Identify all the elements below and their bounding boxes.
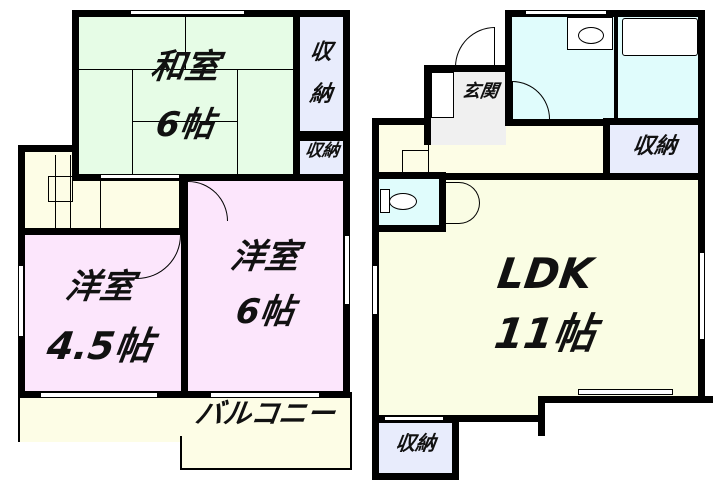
storage-right [603,118,705,180]
window [130,10,245,15]
stair-line [55,155,56,230]
bath-partition [614,17,618,119]
entrance-door-swing [455,27,495,67]
window [210,392,320,398]
balcony-extension [180,436,352,470]
stair-line [100,180,101,230]
entrance-label: 玄関 [460,81,500,102]
sink-basin-icon [578,27,604,44]
washitsu-size: 6帖 [153,105,217,145]
stair-landing [48,176,73,202]
youshitsu-small-name: 洋室 [63,267,137,307]
youshitsu-large-size: 6帖 [233,292,297,332]
stair-line [402,150,429,151]
window [18,265,24,337]
storage-bottom-label: 収納 [393,431,438,455]
window [384,416,444,421]
ldk-name: LDK [494,249,596,298]
window [100,174,180,179]
window [40,392,158,398]
stair-line [402,150,403,175]
washitsu-name: 和室 [148,47,222,87]
ldk-notch [538,396,713,436]
shoe-cabinet [431,72,454,118]
storage-right-label: 収納 [630,134,679,159]
youshitsu-large-name: 洋室 [228,237,302,277]
closet-tall [293,10,350,138]
closet-small-label: 収納 [303,141,341,161]
sink [567,17,613,50]
closet-tall-label-top: 収 [308,40,334,65]
youshitsu-small-size: 4.5帖 [44,324,156,368]
bathtub [622,18,698,56]
window [699,252,705,340]
balcony-label: バルコニー [193,397,338,430]
ldk-size: 11帖 [491,309,599,358]
window [344,235,350,305]
window [372,265,378,315]
toilet-bowl-icon [389,193,417,210]
tatami-line [132,121,237,122]
tatami-line [79,69,293,70]
window [578,389,673,395]
stair-line [70,155,71,230]
washitsu-room [72,10,300,181]
closet-tall-label-bottom: 納 [308,82,334,107]
tatami-line [237,69,238,174]
toilet-door-swing [440,182,480,224]
window [525,10,607,15]
tatami-line [185,17,186,69]
